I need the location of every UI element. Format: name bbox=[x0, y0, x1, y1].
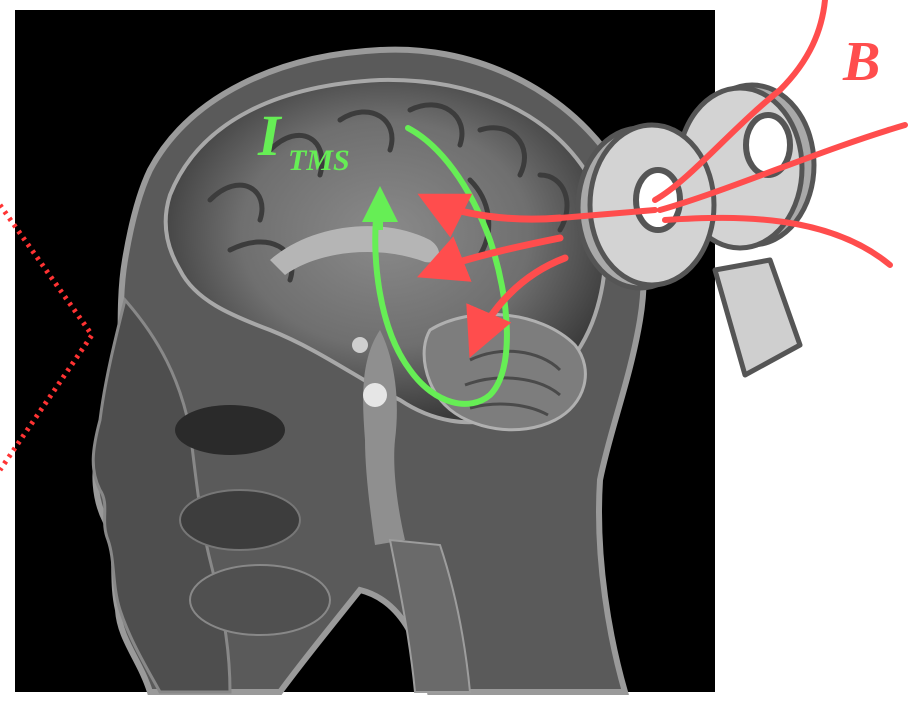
field-label: B bbox=[842, 31, 880, 93]
mri-head-image bbox=[93, 50, 643, 692]
coil-handle bbox=[715, 260, 800, 375]
current-label-subscript: TMS bbox=[288, 144, 350, 177]
current-label-main: I bbox=[257, 103, 283, 168]
